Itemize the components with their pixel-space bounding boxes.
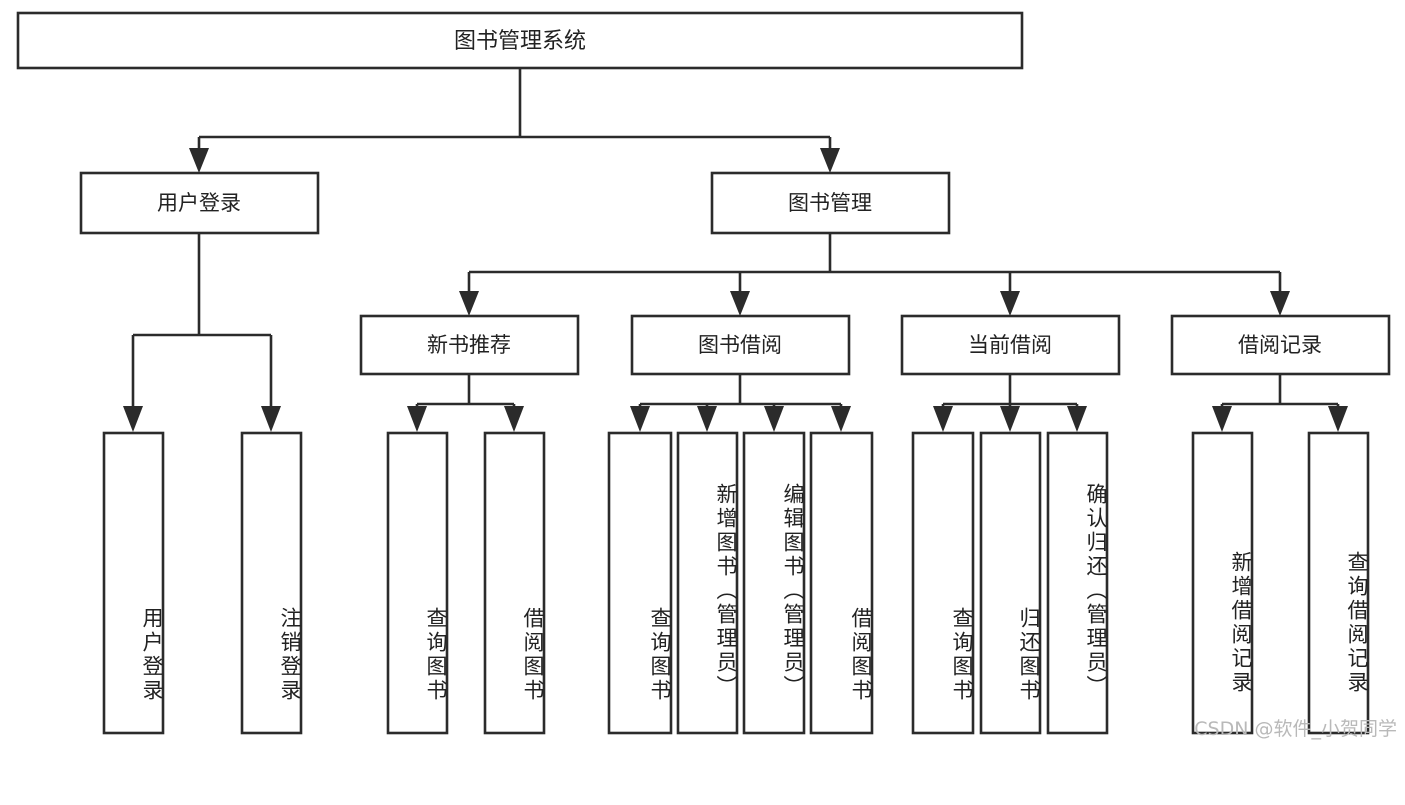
node-leaf-query-record[interactable]: [1307, 431, 1370, 735]
node-root-label: 图书管理系统: [454, 29, 586, 54]
node-leaf-confirm-return[interactable]: [1046, 431, 1109, 735]
node-new-book-recommend-label: 新书推荐: [427, 333, 511, 357]
connector-newbook-to-leaves: [407, 374, 524, 432]
node-current-borrow-label: 当前借阅: [968, 333, 1052, 357]
node-leaf-edit-book[interactable]: [742, 431, 806, 735]
node-book-management[interactable]: 图书管理: [710, 171, 951, 235]
node-root[interactable]: 图书管理系统: [16, 11, 1024, 70]
node-new-book-recommend[interactable]: 新书推荐: [359, 314, 580, 376]
node-leaf-query-book-3[interactable]: [911, 431, 975, 735]
diagram-canvas: 图书管理系统 用户登录 图书管理 新书推荐 图书借阅 当前借阅 借阅记录: [16, 11, 1397, 740]
connector-bookborrow-to-leaves: [630, 374, 851, 432]
node-user-login[interactable]: 用户登录: [79, 171, 320, 235]
node-book-borrow[interactable]: 图书借阅: [630, 314, 851, 376]
node-book-borrow-label: 图书借阅: [698, 333, 782, 357]
node-book-management-label: 图书管理: [788, 191, 872, 215]
csdn-watermark: CSDN @软件_小贺同学: [1194, 718, 1397, 740]
connector-borrowrecord-to-leaves: [1212, 374, 1348, 432]
diagram-svg: 图书管理系统 用户登录 图书管理 新书推荐 图书借阅 当前借阅 借阅记录: [16, 11, 1391, 735]
connector-userlogin-to-leaves: [123, 233, 281, 432]
node-leaf-borrow-book-2[interactable]: [809, 431, 874, 735]
node-leaf-query-book-1[interactable]: [386, 431, 449, 735]
node-leaf-user-login[interactable]: [102, 431, 165, 735]
node-leaf-query-book-2[interactable]: [607, 431, 673, 735]
node-leaf-return-book[interactable]: [979, 431, 1042, 735]
node-current-borrow[interactable]: 当前借阅: [900, 314, 1121, 376]
connector-currentborrow-to-leaves: [933, 374, 1087, 432]
connector-bookmgmt-to-level3: [459, 233, 1290, 316]
node-leaf-logout[interactable]: [240, 431, 303, 735]
node-borrow-record-label: 借阅记录: [1238, 333, 1322, 357]
node-borrow-record[interactable]: 借阅记录: [1170, 314, 1391, 376]
node-leaf-add-record[interactable]: [1191, 431, 1254, 735]
node-leaf-borrow-book-1[interactable]: [483, 431, 546, 735]
node-leaf-add-book[interactable]: [676, 431, 739, 735]
node-user-login-label: 用户登录: [157, 191, 241, 215]
connector-root-to-level2: [189, 68, 840, 173]
